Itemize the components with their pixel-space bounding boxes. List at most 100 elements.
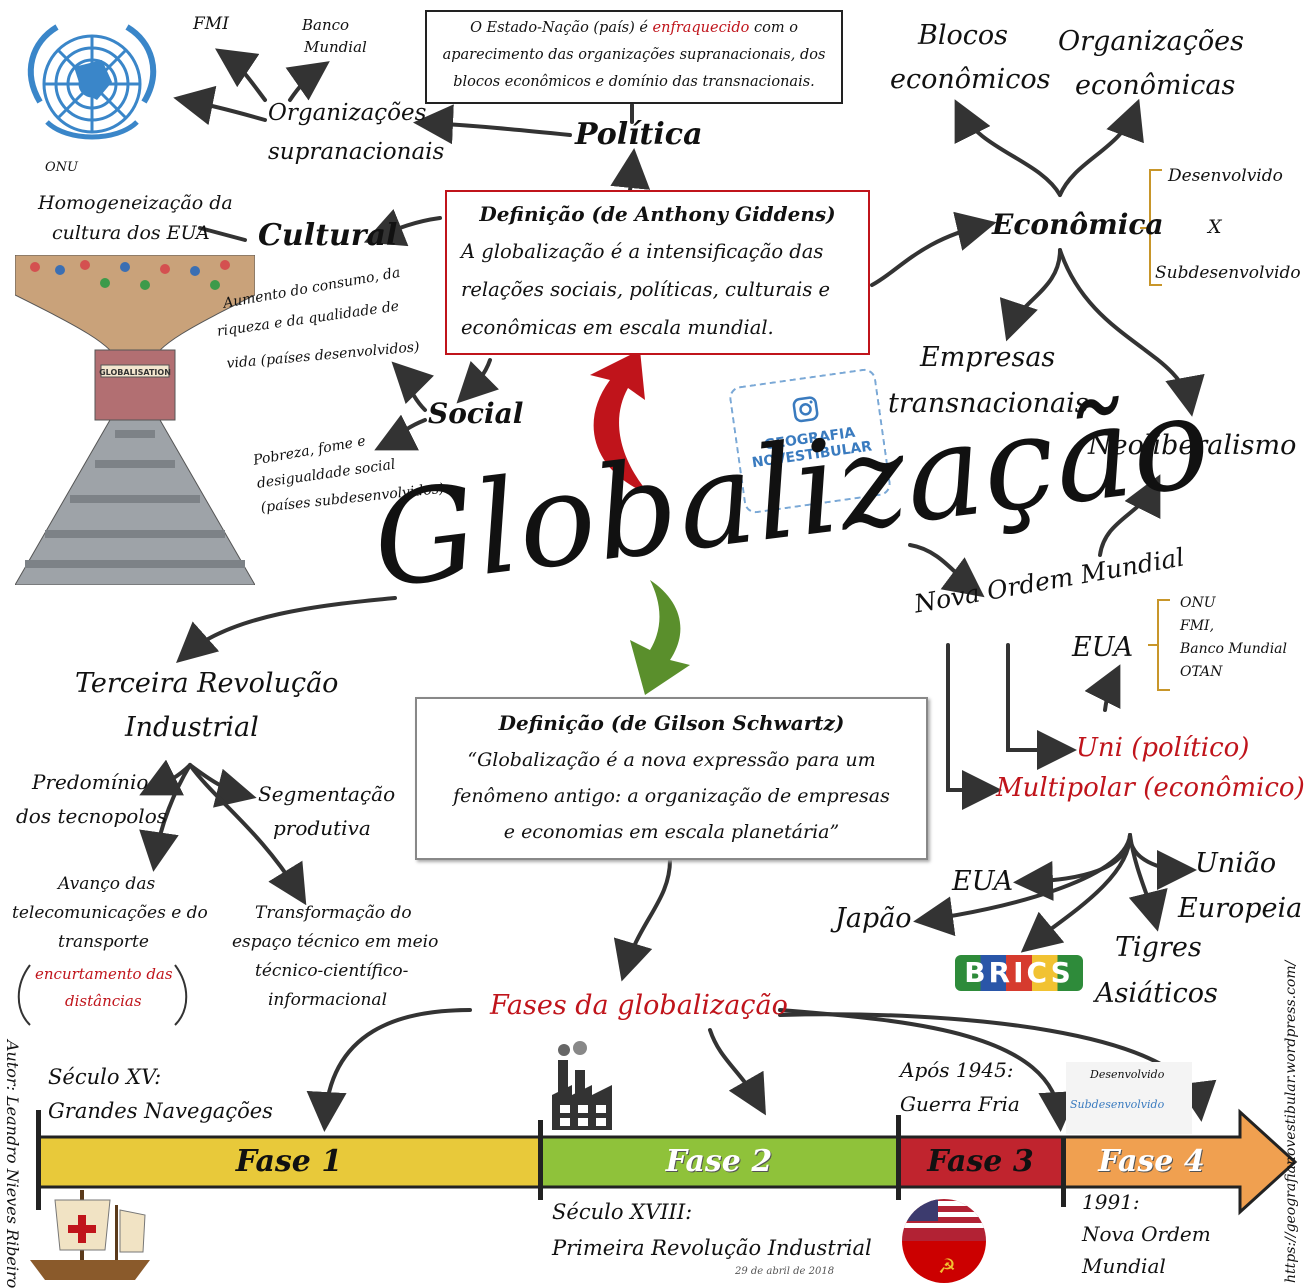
apos-1945-line2: Guerra Fria (900, 1092, 1020, 1116)
header-note-text-b: com o (749, 20, 798, 36)
instagram-icon (792, 396, 819, 423)
unipolar-label: Uni (político) (1076, 733, 1250, 763)
header-note-highlight: enfraquecido (652, 20, 750, 36)
schwartz-line1: “Globalização é a nova expressão para um (467, 749, 876, 771)
organizacoes-economicas-line2: econômicas (1075, 70, 1236, 101)
org-banco-mundial: Banco Mundial (1180, 641, 1288, 657)
segmentacao-line1: Segmentação (258, 782, 396, 806)
apos-1945-line1: Após 1945: (900, 1058, 1014, 1082)
tecnopolos-line1: Predomínio (32, 770, 149, 794)
date-stamp: 29 de abril de 2018 (735, 1266, 835, 1277)
pole-japao: Japão (835, 903, 912, 934)
transformacao-line4: informacional (268, 990, 388, 1010)
encurtamento-line1: encurtamento das (35, 965, 173, 983)
transformacao-line2: espaço técnico em meio (232, 932, 439, 952)
fmi-label: FMI (193, 14, 229, 34)
neoliberalismo-label: Neoliberalismo (1088, 430, 1297, 461)
phase-4-band (1061, 1108, 1298, 1216)
schwartz-line2: fenômeno antigo: a organização de empres… (453, 785, 890, 807)
svg-text:☭: ☭ (938, 1254, 956, 1278)
phase-3-band (896, 1135, 1065, 1189)
terceira-line2: Industrial (125, 712, 259, 743)
homogeneizacao-line2: cultura dos EUA (52, 222, 210, 244)
header-note-line1: O Estado-Nação (país) é enfraquecido com… (427, 20, 841, 37)
globalisation-crowd-illustration: GLOBALISATION (14, 254, 256, 586)
economica-label: Econômica (992, 208, 1164, 241)
schwartz-line3: e economias em escala planetária” (503, 821, 840, 843)
phase-4-label: Fase 4 (1098, 1144, 1205, 1179)
globalisation-sign: GLOBALISATION (99, 368, 171, 377)
header-note-line2: aparecimento das organizações supranacio… (442, 47, 826, 63)
seculo-xv-line1: Século XV: (48, 1065, 162, 1089)
org-onu: ONU (1180, 595, 1216, 611)
y1991-line1: 1991: (1082, 1190, 1140, 1214)
schwartz-title: Definição (de Gilson Schwartz) (498, 711, 845, 735)
pole-eua: EUA (952, 866, 1014, 897)
subdesenvolvido-label: Subdesenvolvido (1155, 263, 1301, 283)
pole-tigres-line1: Tigres (1115, 932, 1202, 963)
onu-emblem (12, 12, 172, 162)
avanco-line1: Avanço das (58, 874, 156, 894)
desenvolvido-label: Desenvolvido (1168, 166, 1283, 186)
pole-ue-line2: Europeia (1178, 893, 1303, 924)
mini-desenvolvido: Desenvolvido (1090, 1068, 1165, 1081)
org-fmi: FMI, (1180, 618, 1215, 634)
homogeneizacao-line1: Homogeneização da (38, 192, 233, 214)
tecnopolos-line2: dos tecnopolos (16, 804, 168, 828)
terceira-line1: Terceira Revolução (75, 668, 339, 699)
encurtamento-line2: distâncias (65, 992, 142, 1010)
empresas-line1: Empresas (920, 342, 1056, 373)
mini-subdesenvolvido: Subdesenvolvido (1070, 1098, 1165, 1111)
fases-label: Fases da globalização (490, 990, 788, 1021)
giddens-line1: A globalização é a intensificação das (461, 240, 824, 263)
transformacao-line3: técnico-científico- (255, 961, 409, 981)
empresas-line2: transnacionais (888, 388, 1089, 419)
supranacionais-line1: Organizações (268, 100, 427, 126)
seculo-xviii-line2: Primeira Revolução Industrial (552, 1236, 872, 1260)
seculo-xv-line2: Grandes Navegações (48, 1099, 273, 1123)
caravel-ship-illustration (25, 1180, 155, 1280)
banco-label-line1: Banco (302, 16, 350, 34)
author-credit: Autor: Leandro Nieves Ribeiro (3, 1040, 22, 1288)
supranacionais-line2: supranacionais (268, 139, 445, 165)
un-logo-icon (28, 24, 156, 140)
header-note-text-a: O Estado-Nação (país) é (470, 20, 653, 36)
phase-3-label: Fase 3 (927, 1144, 1034, 1179)
header-note-line3: blocos econômicos e domínio das transnac… (453, 74, 815, 90)
pole-tigres-line2: Asiáticos (1095, 978, 1218, 1009)
nova-ordem-eua: EUA (1072, 632, 1134, 663)
factory-icon (550, 1040, 620, 1130)
multipolar-label: Multipolar (econômico) (996, 773, 1304, 803)
blocos-line2: econômicos (890, 64, 1051, 95)
giddens-line3: econômicas em escala mundial. (461, 316, 774, 339)
seculo-xviii-line1: Século XVIII: (552, 1200, 693, 1224)
y1991-line3: Mundial (1082, 1254, 1166, 1278)
phase-2-label: Fase 2 (665, 1144, 773, 1179)
phase-1-label: Fase 1 (235, 1144, 343, 1179)
organizacoes-economicas-line1: Organizações (1058, 26, 1244, 57)
social-label: Social (428, 397, 524, 430)
y1991-line2: Nova Ordem (1082, 1222, 1211, 1246)
instagram-badge[interactable]: GEOGRAFIA NOVESTIBULAR (727, 367, 893, 515)
avanco-line2: telecomunicações e do (12, 903, 208, 923)
schwartz-definition-box: Definição (de Gilson Schwartz) “Globaliz… (415, 697, 928, 860)
cold-war-globe-icon: ☭ (898, 1195, 990, 1283)
pole-ue-line1: União (1195, 848, 1277, 879)
blocos-line1: Blocos (918, 20, 1008, 51)
banco-label-line2: Mundial (304, 38, 367, 56)
giddens-definition-box: Definição (de Anthony Giddens) A globali… (445, 190, 870, 355)
segmentacao-line2: produtiva (273, 816, 371, 840)
politica-label: Política (575, 117, 703, 152)
cultural-label: Cultural (258, 218, 398, 253)
source-url[interactable]: https://geografianovestibular.wordpress.… (1283, 960, 1299, 1283)
giddens-title: Definição (de Anthony Giddens) (479, 202, 836, 226)
avanco-line3: transporte (58, 932, 149, 952)
phase-1-band (36, 1135, 542, 1189)
mini-world-map: Desenvolvido Subdesenvolvido (1066, 1062, 1192, 1134)
header-note-box: O Estado-Nação (país) é enfraquecido com… (425, 10, 843, 104)
brics-logo: BRICS (955, 955, 1083, 991)
org-otan: OTAN (1180, 664, 1223, 680)
versus-x-label: X (1208, 216, 1222, 238)
